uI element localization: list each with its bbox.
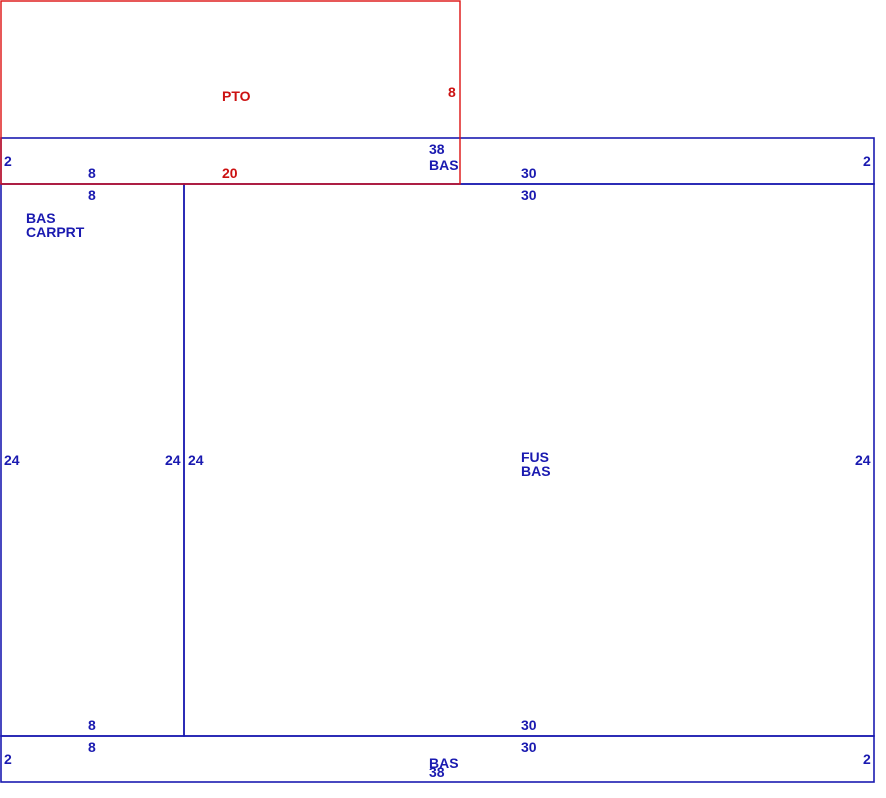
fus-left-dimension: 24 xyxy=(188,452,204,468)
fus-right-dimension: 24 xyxy=(855,452,871,468)
carport-bottom-dimension: 8 xyxy=(88,717,96,733)
bas-carport-area-label-line1: BAS xyxy=(26,210,56,226)
top-strip-top-left-dimension: 38 xyxy=(429,141,445,157)
bottom-strip-top-left-dimension: 8 xyxy=(88,739,96,755)
bas-carport-area-label-line2: CARPRT xyxy=(26,224,85,240)
fus-top-dimension: 30 xyxy=(521,187,537,203)
bottom-strip-right-dimension: 2 xyxy=(863,751,871,767)
carport-top-dimension: 8 xyxy=(88,187,96,203)
pto-bottom-dimension: 20 xyxy=(222,165,238,181)
pto-right-dimension: 8 xyxy=(448,84,456,100)
bas-bottom-strip-area-label: BAS xyxy=(429,755,459,771)
carport-right-dimension: 24 xyxy=(165,452,181,468)
top-strip-left-dimension: 2 xyxy=(4,153,12,169)
bas-carport-outline xyxy=(0,183,185,737)
top-strip-top-right-dimension: 30 xyxy=(521,165,537,181)
fus-bottom-dimension: 30 xyxy=(521,717,537,733)
bottom-strip-bottom-dimension: 38 xyxy=(429,764,445,780)
pto-outline xyxy=(0,0,461,185)
bottom-strip-left-dimension: 2 xyxy=(4,751,12,767)
fus-bas-area-label-line1: FUS xyxy=(521,449,549,465)
bas-bottom-strip-outline xyxy=(0,735,875,783)
pto-area-label: PTO xyxy=(222,88,251,104)
carport-left-dimension: 24 xyxy=(4,452,20,468)
bottom-strip-top-right-dimension: 30 xyxy=(521,739,537,755)
bas-top-strip-area-label: BAS xyxy=(429,157,459,173)
fus-bas-area-label-line2: BAS xyxy=(521,463,551,479)
top-strip-right-dimension: 2 xyxy=(863,153,871,169)
top-strip-bottom-left-dimension: 8 xyxy=(88,165,96,181)
